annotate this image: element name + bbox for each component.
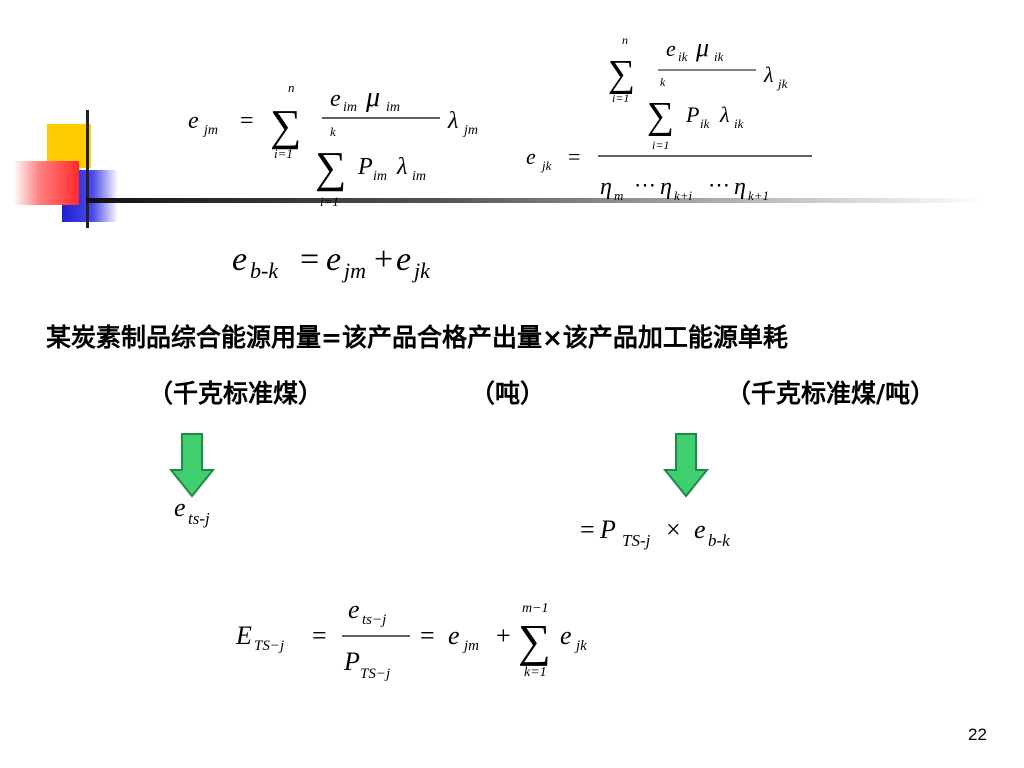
svg-text:⋯: ⋯ <box>708 172 730 197</box>
svg-text:+: + <box>496 621 511 650</box>
unit-label-kgce: （千克标准煤） <box>148 379 324 408</box>
svg-text:λ: λ <box>447 108 458 134</box>
f1-sum: ∑ <box>270 101 301 150</box>
svg-text:λ: λ <box>719 102 730 127</box>
formula-ejm: e jm = n ∑ i=1 e im μ im k ∑ i=1 P im λ … <box>188 80 478 209</box>
unit-label-kgce-per-ton: （千克标准煤/吨） <box>726 379 936 408</box>
decor-yellow-square <box>47 124 91 168</box>
decor-red-square <box>13 161 79 205</box>
svg-text:P: P <box>599 515 616 544</box>
label-ets-j: e ts-j <box>174 493 210 528</box>
svg-text:∑: ∑ <box>315 143 346 192</box>
svg-text:i=1: i=1 <box>320 194 339 209</box>
svg-text:=: = <box>240 108 254 134</box>
svg-text:λ: λ <box>763 62 774 87</box>
down-arrow-icon <box>663 433 709 498</box>
svg-text:ik: ik <box>714 49 724 64</box>
svg-text:=: = <box>568 144 580 169</box>
svg-text:E: E <box>235 621 252 650</box>
svg-text:jk: jk <box>776 76 788 91</box>
svg-text:e: e <box>694 515 706 544</box>
svg-text:∑: ∑ <box>518 615 551 666</box>
svg-text:e: e <box>396 241 411 278</box>
svg-text:jk: jk <box>411 258 431 283</box>
svg-text:ik: ik <box>678 49 688 64</box>
svg-text:jm: jm <box>462 123 478 138</box>
svg-text:P: P <box>357 154 373 180</box>
svg-text:μ: μ <box>695 33 709 62</box>
svg-text:e: e <box>174 493 186 522</box>
svg-text:e: e <box>526 144 536 169</box>
svg-text:η: η <box>600 174 612 200</box>
svg-text:TS−j: TS−j <box>254 638 284 654</box>
svg-text:jm: jm <box>341 258 366 283</box>
svg-text:b-k: b-k <box>250 258 279 283</box>
svg-text:P: P <box>685 102 699 127</box>
svg-text:e: e <box>448 621 460 650</box>
svg-text:×: × <box>666 515 681 544</box>
label-pts-times-ebk: = P TS-j × e b-k <box>580 515 730 550</box>
svg-text:k: k <box>660 75 666 89</box>
svg-text:e: e <box>326 241 341 278</box>
svg-text:im: im <box>412 169 426 184</box>
svg-text:∑: ∑ <box>608 53 635 95</box>
svg-text:η: η <box>660 174 672 200</box>
svg-text:+: + <box>374 241 393 278</box>
svg-text:∑: ∑ <box>647 95 674 137</box>
decor-vertical-line <box>86 110 89 228</box>
svg-text:i=1: i=1 <box>274 146 293 161</box>
svg-text:k+1: k+1 <box>748 188 769 203</box>
formula-ets-j: E TS−j = e ts−j P TS−j = e jm + m−1 ∑ k=… <box>235 595 587 682</box>
svg-text:k: k <box>330 124 336 139</box>
svg-text:i=1: i=1 <box>652 138 669 152</box>
svg-text:ts-j: ts-j <box>188 509 210 528</box>
svg-text:jm: jm <box>462 638 479 654</box>
svg-text:n: n <box>622 33 628 47</box>
svg-text:b-k: b-k <box>708 531 730 550</box>
svg-text:n: n <box>288 80 295 95</box>
svg-text:im: im <box>343 100 357 115</box>
svg-text:P: P <box>343 647 360 676</box>
svg-text:jk: jk <box>540 158 552 173</box>
svg-text:im: im <box>386 100 400 115</box>
svg-text:e: e <box>232 241 247 278</box>
svg-text:=: = <box>580 515 595 544</box>
svg-text:e: e <box>560 621 572 650</box>
svg-text:e: e <box>330 86 341 112</box>
svg-text:=: = <box>420 621 435 650</box>
down-arrow-icon <box>169 433 215 498</box>
svg-text:i=1: i=1 <box>612 91 629 105</box>
formula-ebk: e b-k = e jm + e jk <box>232 241 431 283</box>
svg-text:jm: jm <box>202 123 218 138</box>
svg-text:μ: μ <box>365 82 380 113</box>
f1-lhs: e <box>188 108 199 134</box>
svg-text:ik: ik <box>700 116 710 131</box>
svg-text:k=1: k=1 <box>524 665 547 680</box>
decor-horizontal-line <box>86 198 986 203</box>
svg-text:m−1: m−1 <box>522 601 549 616</box>
svg-text:im: im <box>373 169 387 184</box>
svg-text:TS-j: TS-j <box>622 531 651 550</box>
svg-text:m: m <box>614 188 623 203</box>
svg-text:ik: ik <box>734 116 744 131</box>
svg-text:e: e <box>666 36 676 61</box>
svg-text:k+i: k+i <box>674 188 693 203</box>
svg-text:jk: jk <box>574 638 587 654</box>
svg-text:λ: λ <box>396 154 407 180</box>
svg-text:η: η <box>734 174 746 200</box>
svg-text:ts−j: ts−j <box>362 612 386 628</box>
svg-text:⋯: ⋯ <box>634 172 656 197</box>
definition-sentence: 某炭素制品综合能源用量=该产品合格产出量×该产品加工能源单耗 <box>46 323 788 352</box>
formula-ejk: e jk = n ∑ i=1 e ik μ ik k ∑ i=1 P ik λ … <box>526 33 812 203</box>
svg-text:e: e <box>348 595 360 624</box>
svg-text:=: = <box>300 241 319 278</box>
svg-text:=: = <box>312 621 327 650</box>
page-number: 22 <box>968 725 987 744</box>
svg-text:TS−j: TS−j <box>360 666 390 682</box>
unit-label-ton: （吨） <box>470 379 546 408</box>
